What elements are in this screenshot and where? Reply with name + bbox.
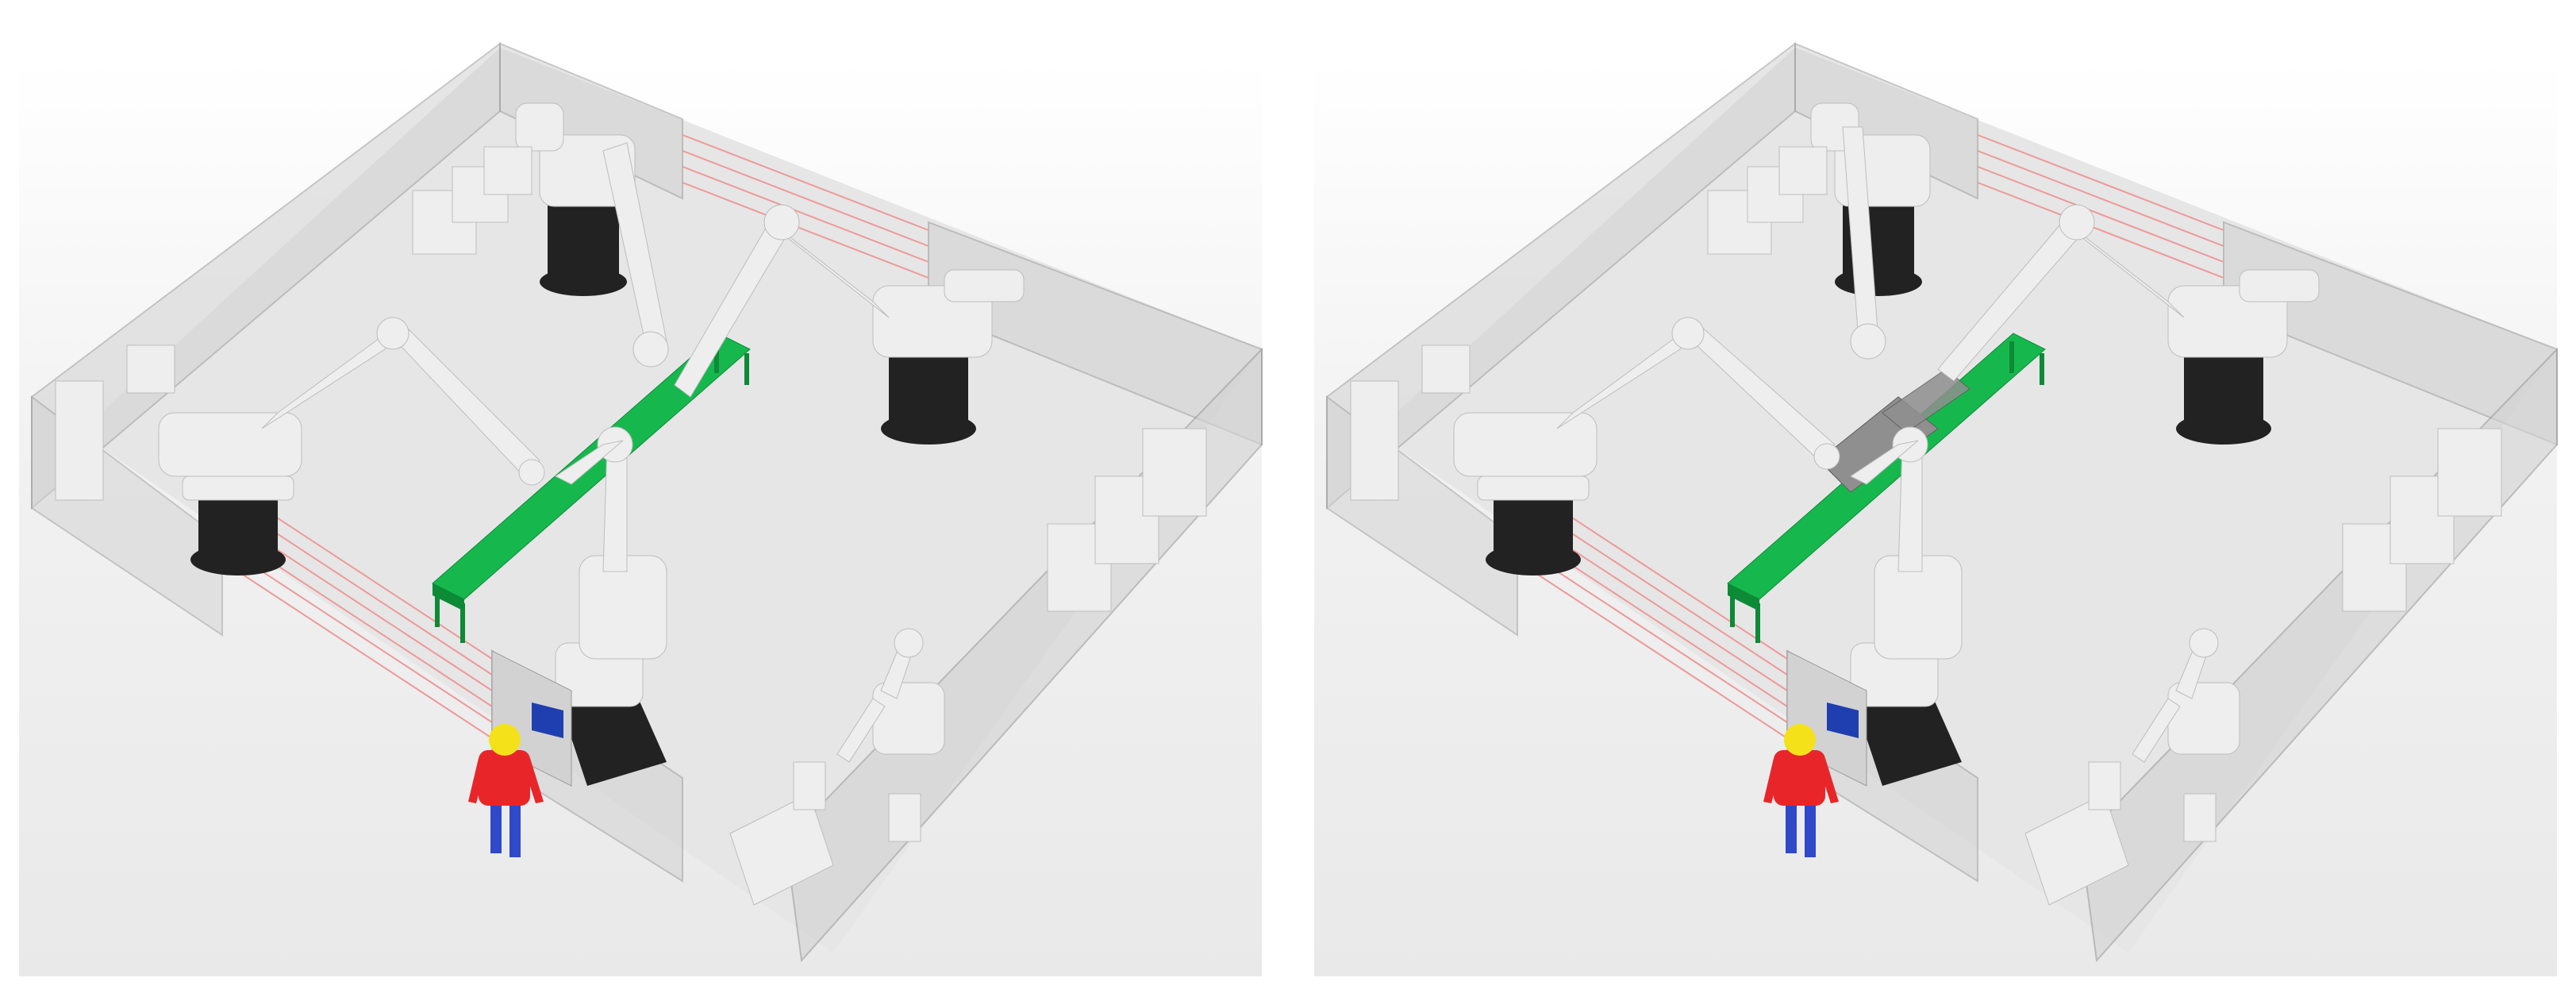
- robot-cell-scene: [31, 41, 1263, 963]
- person: [468, 724, 544, 857]
- wall-boxes-left: [1350, 345, 1471, 501]
- light-curtain: [237, 134, 929, 739]
- control-cabinets-right: [2342, 428, 2502, 612]
- wall-boxes-left: [55, 345, 175, 501]
- robot-back-right: [674, 204, 1025, 445]
- robot-left: [158, 317, 545, 575]
- robot-cell-render-left: [0, 0, 1281, 997]
- control-cabinets-right: [1047, 428, 1207, 612]
- control-cabinets-back: [412, 146, 533, 255]
- workstation-fixture: [2024, 761, 2217, 906]
- light-curtain: [1532, 134, 2224, 739]
- person: [1763, 724, 1839, 857]
- robot-front-center: [555, 426, 667, 786]
- workstation-fixture: [729, 761, 921, 906]
- robot-back-right: [1937, 204, 2320, 445]
- robot-left: [1453, 317, 1840, 575]
- robot-cell-render-right: [1295, 0, 2576, 997]
- control-cabinets-back: [1707, 146, 1828, 255]
- hmi-screen: [1827, 703, 1859, 738]
- robot-front-center: [1850, 426, 1963, 786]
- robot-cell-scene: [1326, 41, 2558, 963]
- hmi-screen: [532, 703, 563, 738]
- robot-back-left: [515, 102, 669, 368]
- robot-small-front-right: [836, 628, 945, 763]
- robot-back-left: [1810, 102, 1931, 360]
- conveyor-parts: [1818, 368, 1970, 493]
- robot-small-front-right: [2132, 628, 2240, 763]
